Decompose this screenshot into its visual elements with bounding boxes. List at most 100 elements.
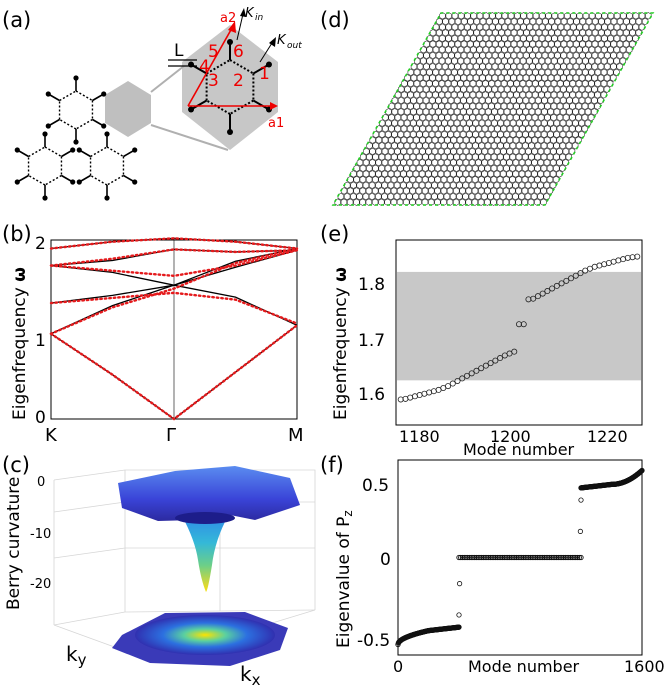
Pz-point (534, 554, 541, 561)
Pz-point (461, 554, 467, 561)
eigenfrequency-points (397, 253, 641, 403)
kout-subscript: out (287, 41, 302, 51)
panel-a-lattice-schematic: L a1 a2 K in K out 1 2 3 4 5 6 (14, 6, 302, 201)
lattice-node (76, 147, 82, 153)
Pz-point (498, 554, 504, 561)
e-xtick-1220: 1220 (587, 427, 628, 446)
intra-cell-bond (90, 174, 108, 186)
Pz-point (475, 554, 481, 561)
Pz-point (470, 554, 476, 561)
kout-arrow (259, 42, 273, 63)
Pz-point (531, 554, 537, 561)
Pz-point (527, 554, 534, 561)
b-xtick-Gamma: Γ (166, 425, 176, 446)
b-xtick-M: M (288, 425, 304, 446)
Pz-point (553, 554, 560, 561)
Pz-point (555, 554, 561, 561)
Pz-point (458, 554, 464, 561)
Pz-eigenvalue-points (395, 467, 645, 648)
e-ytick-1.8: 1.8 (358, 275, 385, 295)
Pz-point (456, 624, 462, 630)
Pz-point (545, 554, 551, 561)
Pz-point (492, 554, 499, 561)
eigen-point (454, 377, 461, 384)
site-number-3: 3 (208, 71, 219, 91)
Pz-point (574, 554, 581, 561)
Pz-point (465, 554, 471, 561)
band-line-3 (50, 249, 298, 286)
panel-f-Pz-eigenvalues: 0.5 0 -0.5 0 1600 Mode number Eigenvalue… (334, 459, 664, 676)
lattice-node (132, 147, 138, 153)
Pz-outlier-point (578, 497, 584, 503)
intra-cell-bond (75, 90, 93, 102)
c-xlabel: kx (240, 662, 261, 689)
e-xtick-1200: 1200 (490, 427, 531, 446)
eigen-point (572, 272, 579, 279)
Pz-point (501, 554, 507, 561)
Pz-point (482, 554, 488, 561)
intra-cell-bond (59, 118, 77, 130)
Pz-point (515, 554, 521, 561)
b-ytick-2: 2 (35, 234, 46, 254)
panel-label-c: (c) (2, 453, 30, 477)
c-zlabel: Berry curvature (4, 477, 24, 610)
lattice-node (45, 123, 51, 129)
small-gray-hexagon (105, 81, 151, 137)
c-ztick-0: 0 (37, 475, 45, 490)
Pz-point (526, 554, 532, 561)
Pz-point (463, 554, 469, 561)
Pz-point (506, 554, 513, 561)
Pz-point (508, 554, 514, 561)
Pz-point (491, 554, 497, 561)
panel-c-berry-curvature: 0 -10 -20 Berry curvature ky kx (4, 466, 316, 689)
Pz-point (512, 554, 518, 561)
intra-cell-bond (106, 174, 124, 186)
Pz-point (459, 554, 466, 561)
panel-f-axes-box (397, 459, 643, 656)
zoom-node (265, 61, 272, 68)
eigen-point (482, 362, 489, 369)
intra-cell-bond (59, 90, 77, 102)
panel-label-e: (e) (320, 222, 349, 246)
b-ylabel: Eigenfrequency ω (10, 267, 30, 420)
Pz-point (472, 554, 478, 561)
panel-label-f: (f) (320, 453, 344, 477)
Pz-point (484, 554, 490, 561)
rhombus-honeycomb-lattice (331, 12, 655, 206)
Pz-point (573, 554, 579, 561)
eigen-point (478, 365, 485, 372)
band-curves (49, 237, 299, 421)
kout-label: K (277, 33, 287, 48)
zoom-intra-bond (229, 59, 254, 75)
intra-cell-bond (75, 118, 93, 130)
kin-arrowhead (240, 8, 246, 17)
e-ytick-1.7: 1.7 (358, 331, 385, 351)
Pz-point (517, 554, 523, 561)
lattice-node (73, 139, 79, 145)
eigen-point (397, 396, 404, 403)
zoom-intra-bond (229, 99, 254, 115)
Pz-outlier-point (457, 581, 463, 587)
Pz-point (571, 554, 577, 561)
eigen-point (634, 253, 641, 260)
site-number-4: 4 (199, 57, 210, 77)
Pz-point (473, 554, 480, 561)
eigen-point (525, 296, 532, 303)
a1-label: a1 (268, 116, 284, 131)
Pz-point (456, 554, 462, 561)
Pz-outlier-point (577, 528, 583, 534)
kin-label: K (245, 6, 255, 21)
eigen-point (445, 383, 452, 390)
site-number-1: 1 (259, 64, 270, 84)
zoom-inter-bond (252, 99, 270, 111)
Pz-point (566, 554, 572, 561)
e-xlabel: Mode number (463, 440, 575, 459)
a2-arrowhead (228, 21, 236, 33)
Pz-point (550, 554, 556, 561)
eigen-point (549, 285, 556, 292)
eigen-point (449, 380, 456, 387)
lattice-node (132, 179, 138, 185)
f-xtick-0: 0 (393, 657, 403, 676)
panel-label-d: (d) (320, 8, 350, 32)
panel-label-a: (a) (2, 8, 31, 32)
